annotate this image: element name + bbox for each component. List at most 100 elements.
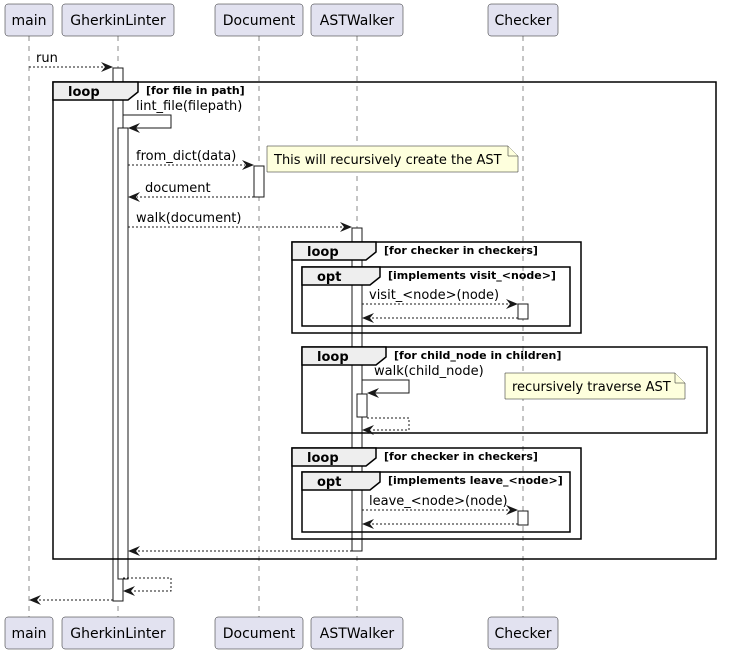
participant-box: [4, 616, 54, 650]
fragments: loop [for file in path] loop [for checke…: [52, 81, 717, 560]
fragment-tab: [301, 471, 381, 491]
message-walk-child: walk(child_node): [362, 364, 484, 398]
activation-astwalker-recursive: [356, 393, 368, 418]
participant-astwalker[interactable]: ASTWalker: [310, 3, 404, 37]
message-lint-file: lint_file(filepath): [123, 99, 242, 133]
message-final-return: [29, 595, 113, 605]
message-document-return: document: [128, 181, 254, 202]
fragment-loop-checkers-visit: loop [for checker in checkers]: [291, 241, 582, 334]
participant-box: [487, 3, 559, 37]
fragment-frame: [301, 471, 571, 533]
fragment-keyword: opt: [317, 270, 341, 285]
participant-document[interactable]: Document: [214, 3, 304, 37]
arrow-left-icon: [128, 123, 140, 133]
fragment-frame: [301, 266, 571, 327]
message-label: document: [145, 181, 211, 196]
fragment-guard: [for checker in checkers]: [384, 450, 538, 463]
fragment-frame: [291, 447, 582, 540]
arrow-left-icon: [29, 595, 41, 605]
participant-label: main: [12, 626, 47, 642]
participant-label: Document: [223, 13, 296, 29]
activation-checker-leave: [517, 510, 529, 526]
message-walk-return: [128, 546, 352, 556]
fragment-tab: [291, 447, 377, 467]
fragment-guard: [for child_node in children]: [394, 349, 561, 362]
note-body: [504, 372, 686, 400]
fragment-opt-leave: opt [implements leave_<node>]: [301, 471, 571, 533]
message-walk-child-return: [362, 417, 410, 435]
message-line: [367, 417, 410, 431]
fragment-tab: [301, 266, 381, 286]
fragment-guard: [implements visit_<node>]: [388, 269, 556, 282]
participant-main[interactable]: main: [4, 3, 54, 37]
message-leave-return: [362, 519, 518, 529]
fragment-loop-checkers-leave: loop [for checker in checkers]: [291, 447, 582, 540]
participants-top: main GherkinLinter Document ASTWalker Ch…: [4, 3, 559, 37]
fragment-keyword: loop: [307, 245, 339, 260]
participant-label: GherkinLinter: [70, 13, 166, 29]
activations: [112, 67, 529, 602]
message-label: leave_<node>(node): [369, 494, 508, 509]
participant-label: GherkinLinter: [70, 626, 166, 642]
arrow-left-icon: [128, 546, 140, 556]
fragment-opt-visit: opt [implements visit_<node>]: [301, 266, 571, 327]
participant-label: Checker: [495, 626, 552, 642]
note-text: recursively traverse AST: [512, 380, 671, 395]
message-line: [123, 114, 172, 129]
arrow-right-icon: [242, 160, 254, 170]
participant-label: main: [12, 13, 47, 29]
note-text: This will recursively create the AST: [273, 153, 502, 168]
participant-box: [487, 616, 559, 650]
fragment-guard: [for file in path]: [146, 84, 245, 97]
messages: run lint_file(filepath) from_dict(data) …: [29, 51, 518, 605]
fragment-loop-files: loop [for file in path]: [52, 81, 717, 560]
fragment-loop-children: loop [for child_node in children]: [301, 346, 708, 434]
fragment-frame: [52, 81, 717, 560]
note-fold: [674, 373, 685, 384]
participant-main-bottom[interactable]: main: [4, 616, 54, 650]
participant-label: Document: [223, 626, 296, 642]
fragment-frame: [301, 346, 708, 434]
message-label: walk(document): [136, 211, 241, 226]
message-visit-node: visit_<node>(node): [362, 288, 518, 309]
participant-document-bottom[interactable]: Document: [214, 616, 304, 650]
fragment-tab: [52, 81, 139, 101]
participant-box: [61, 616, 175, 650]
participant-label: ASTWalker: [320, 13, 395, 29]
activation-checker-visit: [517, 303, 529, 320]
fragment-guard: [for checker in checkers]: [384, 244, 538, 257]
arrow-right-icon: [506, 505, 518, 515]
arrow-left-icon: [362, 425, 374, 435]
message-visit-return: [362, 313, 518, 323]
message-lint-file-return: [123, 577, 172, 596]
message-label: lint_file(filepath): [136, 99, 242, 114]
arrow-right-icon: [101, 62, 113, 72]
message-run: run: [29, 51, 113, 72]
activation-document: [253, 165, 265, 198]
participant-gherkin-bottom[interactable]: GherkinLinter: [61, 616, 175, 650]
arrow-left-icon: [123, 586, 135, 596]
note-recursive-traverse: recursively traverse AST: [504, 372, 686, 400]
participant-checker-bottom[interactable]: Checker: [487, 616, 559, 650]
message-leave-node: leave_<node>(node): [362, 494, 518, 515]
fragment-keyword: loop: [307, 451, 339, 466]
fragment-frame: [291, 241, 582, 334]
message-walk-document: walk(document): [128, 211, 352, 232]
message-label: visit_<node>(node): [369, 288, 499, 303]
arrow-right-icon: [340, 222, 352, 232]
note-recursive-create: This will recursively create the AST: [266, 145, 519, 173]
fragment-keyword: loop: [68, 85, 100, 100]
participant-label: ASTWalker: [320, 626, 395, 642]
participant-box: [61, 3, 175, 37]
participants-bottom: main GherkinLinter Document ASTWalker Ch…: [4, 616, 559, 650]
arrow-left-icon: [362, 519, 374, 529]
participant-checker[interactable]: Checker: [487, 3, 559, 37]
participant-box: [4, 3, 54, 37]
participant-astwalker-bottom[interactable]: ASTWalker: [310, 616, 404, 650]
participant-box: [214, 3, 304, 37]
participant-gherkin[interactable]: GherkinLinter: [61, 3, 175, 37]
message-line: [123, 577, 172, 592]
participant-box: [310, 3, 404, 37]
fragment-keyword: opt: [317, 475, 341, 490]
